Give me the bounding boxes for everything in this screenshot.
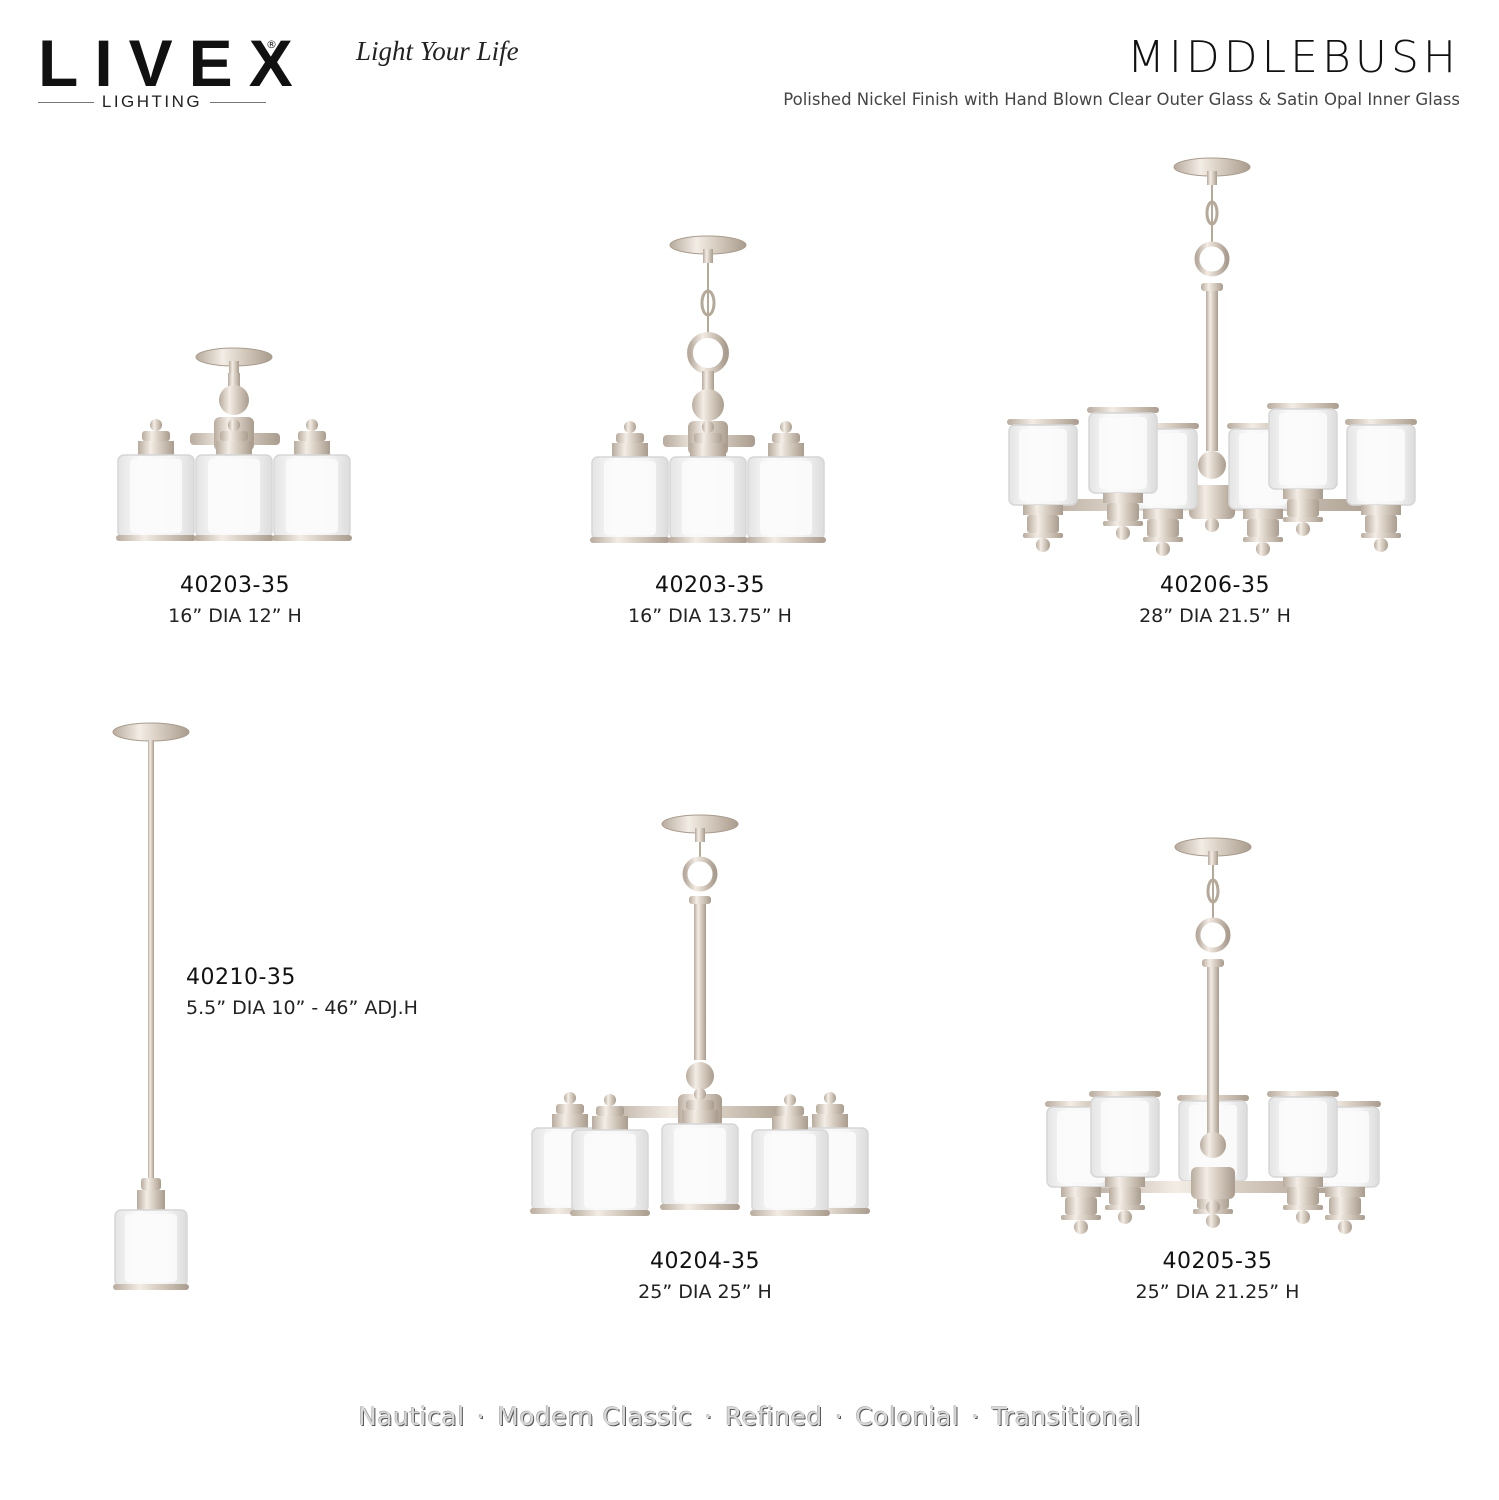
separator-dot: · <box>704 1402 713 1431</box>
product-model: 40203-35 <box>655 573 765 598</box>
style-keywords: Nautical · Modern Classic · Refined · Colonial… <box>0 1402 1499 1431</box>
product-image-40204-35-chandelier <box>529 814 871 1217</box>
livex-logo-wordmark: LIVEX <box>38 26 309 100</box>
product-dimensions: 16” DIA 12” H <box>168 605 302 627</box>
collection-title: MIDDLEBUSH <box>1126 32 1460 83</box>
style-nautical: Nautical <box>358 1402 465 1431</box>
product-caption-1: 40203-35 16” DIA 12” H <box>110 572 360 632</box>
registered-mark: ® <box>266 38 277 51</box>
product-dimensions: 25” DIA 21.25” H <box>1135 1281 1300 1303</box>
style-modern-classic: Modern Classic <box>497 1402 693 1431</box>
product-caption-5: 40204-35 25” DIA 25” H <box>535 1248 875 1308</box>
product-model: 40210-35 <box>186 965 296 990</box>
separator-dot: · <box>476 1402 486 1431</box>
product-image-40203-35-semi-flush <box>115 347 353 542</box>
logo-subline: LIGHTING <box>38 92 267 112</box>
product-caption-4: 40210-35 5.5” DIA 10” - 46” ADJ.H <box>186 964 418 1024</box>
style-transitional: Transitional <box>991 1402 1141 1431</box>
product-model: 40206-35 <box>1160 573 1270 598</box>
product-model: 40205-35 <box>1162 1249 1273 1274</box>
logo-rule-left <box>38 101 94 103</box>
product-dimensions: 28” DIA 21.5” H <box>1139 605 1291 627</box>
product-caption-6: 40205-35 25” DIA 21.25” H <box>1045 1248 1390 1308</box>
separator-dot: · <box>834 1402 844 1431</box>
logo-lighting-text: LIGHTING <box>101 92 203 111</box>
product-dimensions: 16” DIA 13.75” H <box>628 605 792 627</box>
product-caption-2: 40203-35 16” DIA 13.75” H <box>585 572 835 632</box>
product-caption-3: 40206-35 28” DIA 21.5” H <box>1005 572 1425 632</box>
product-dimensions: 5.5” DIA 10” - 46” ADJ.H <box>186 997 418 1019</box>
style-colonial: Colonial <box>855 1402 960 1431</box>
brand-tagline: Light Your Life <box>356 36 519 66</box>
logo-rule-right <box>210 101 267 103</box>
product-model: 40203-35 <box>180 573 290 598</box>
product-image-40205-35-chandelier <box>1044 837 1382 1235</box>
product-image-40206-35-chandelier <box>1006 157 1418 557</box>
product-image-40203-35-mini-chandelier <box>589 235 827 544</box>
finish-description: Polished Nickel Finish with Hand Blown C… <box>783 90 1460 109</box>
product-dimensions: 25” DIA 25” H <box>638 1281 772 1303</box>
product-model: 40204-35 <box>650 1249 760 1274</box>
style-refined: Refined <box>724 1402 823 1431</box>
product-image-40210-35-mini-pendant <box>112 722 190 1290</box>
separator-dot: · <box>971 1402 980 1431</box>
